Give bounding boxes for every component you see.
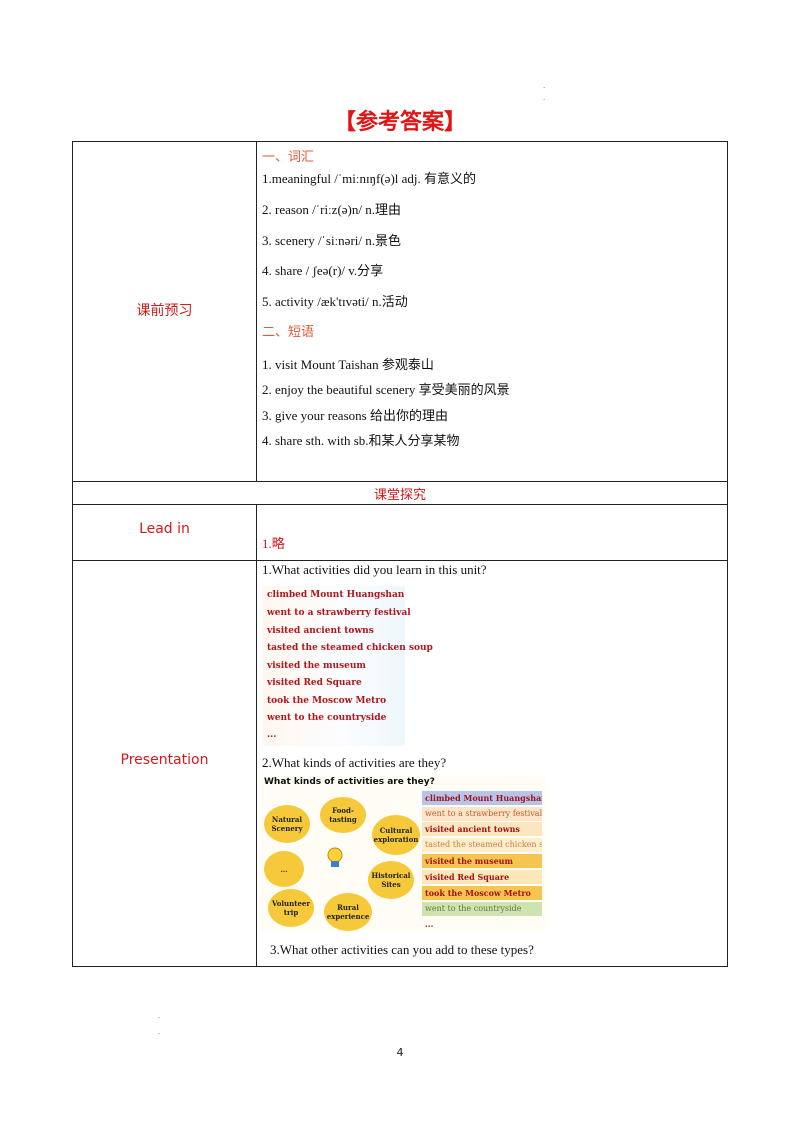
kind-bubble: Cultural exploration — [372, 815, 420, 855]
activity-item: went to a strawberry festival — [267, 608, 411, 618]
preview-label: 课前预习 — [136, 303, 193, 319]
column-divider — [256, 142, 257, 481]
row-divider — [73, 481, 727, 482]
footer-mark: · — [158, 1030, 161, 1038]
activity-bar: visited Red Square — [422, 870, 542, 884]
phrase-item: 2. enjoy the beautiful scenery 享受美丽的风景 — [262, 382, 510, 397]
column-divider — [256, 504, 257, 967]
presentation-label: Presentation — [120, 752, 209, 768]
activity-item: took the Moscow Metro — [267, 696, 387, 706]
explore-label: 课堂探究 — [373, 488, 426, 503]
vocab-item: 3. scenery /ˈsiːnəri/ n.景色 — [262, 233, 401, 248]
kind-bubble: ... — [264, 851, 304, 887]
answer-title: 【参考答案】 — [333, 110, 466, 135]
activity-bar: ... — [425, 919, 434, 929]
activity-item: visited Red Square — [267, 678, 362, 688]
question-1: 1.What activities did you learn in this … — [262, 562, 487, 577]
lead-in-label: Lead in — [139, 521, 190, 537]
kinds-image: What kinds of activities are they? Natur… — [260, 775, 546, 931]
row-divider — [73, 504, 727, 505]
activity-item: climbed Mount Huangshan — [267, 590, 405, 600]
activity-bar: visited the museum — [422, 854, 542, 868]
question-3: 3.What other activities can you add to t… — [270, 942, 534, 957]
activity-bar: went to the countryside — [422, 902, 542, 916]
corner-mark: · — [543, 84, 546, 92]
phrase-item: 3. give your reasons 给出你的理由 — [262, 408, 448, 423]
page-number: 4 — [396, 1046, 404, 1059]
kind-bubble: Food- tasting — [320, 797, 366, 833]
activity-item: visited the museum — [267, 661, 366, 671]
vocab-item: 4. share / ʃeə(r)/ v.分享 — [262, 263, 384, 278]
kinds-heading: What kinds of activities are they? — [264, 777, 435, 787]
activities-image: climbed Mount Huangshan went to a strawb… — [263, 586, 433, 746]
corner-mark: · — [543, 96, 546, 104]
vocab-heading: 一、词汇 — [262, 150, 315, 165]
vocab-item: 1.meaningful /ˈmiːnɪŋf(ə)l adj. 有意义的 — [262, 171, 477, 186]
vocab-item: 5. activity /æk'tɪvəti/ n.活动 — [262, 294, 408, 309]
activity-bar: went to a strawberry festival — [422, 807, 542, 821]
kind-bubble: Historical Sites — [368, 861, 414, 899]
answer-table: 课前预习 课堂探究 Lead in Presentation — [72, 141, 728, 967]
activity-bar: climbed Mount Huangshan — [422, 791, 542, 805]
activity-item: visited ancient towns — [267, 626, 374, 636]
kind-bubble: Natural Scenery — [264, 805, 310, 843]
lead-in-answer: 1.略 — [262, 536, 285, 551]
activity-bar: visited ancient towns — [422, 822, 542, 836]
footer-mark: · — [158, 1014, 161, 1022]
activity-item: tasted the steamed chicken soup — [267, 643, 433, 653]
question-2: 2.What kinds of activities are they? — [262, 755, 447, 770]
row-divider — [73, 560, 727, 561]
activity-bar: tasted the steamed chicken soup — [422, 838, 542, 852]
kind-bubble: Volunteer trip — [268, 889, 314, 927]
phrase-item: 4. share sth. with sb.和某人分享某物 — [262, 433, 460, 448]
vocab-item: 2. reason /ˈriːz(ə)n/ n.理由 — [262, 202, 401, 217]
activity-bar: took the Moscow Metro — [422, 886, 542, 900]
phrase-heading: 二、短语 — [262, 325, 315, 340]
phrase-item: 1. visit Mount Taishan 参观泰山 — [262, 357, 434, 372]
activity-item: went to the countryside — [267, 713, 387, 723]
kind-bubble: Rural experience — [324, 893, 372, 931]
activity-item: ... — [267, 730, 277, 740]
lightbulb-icon — [327, 847, 343, 867]
